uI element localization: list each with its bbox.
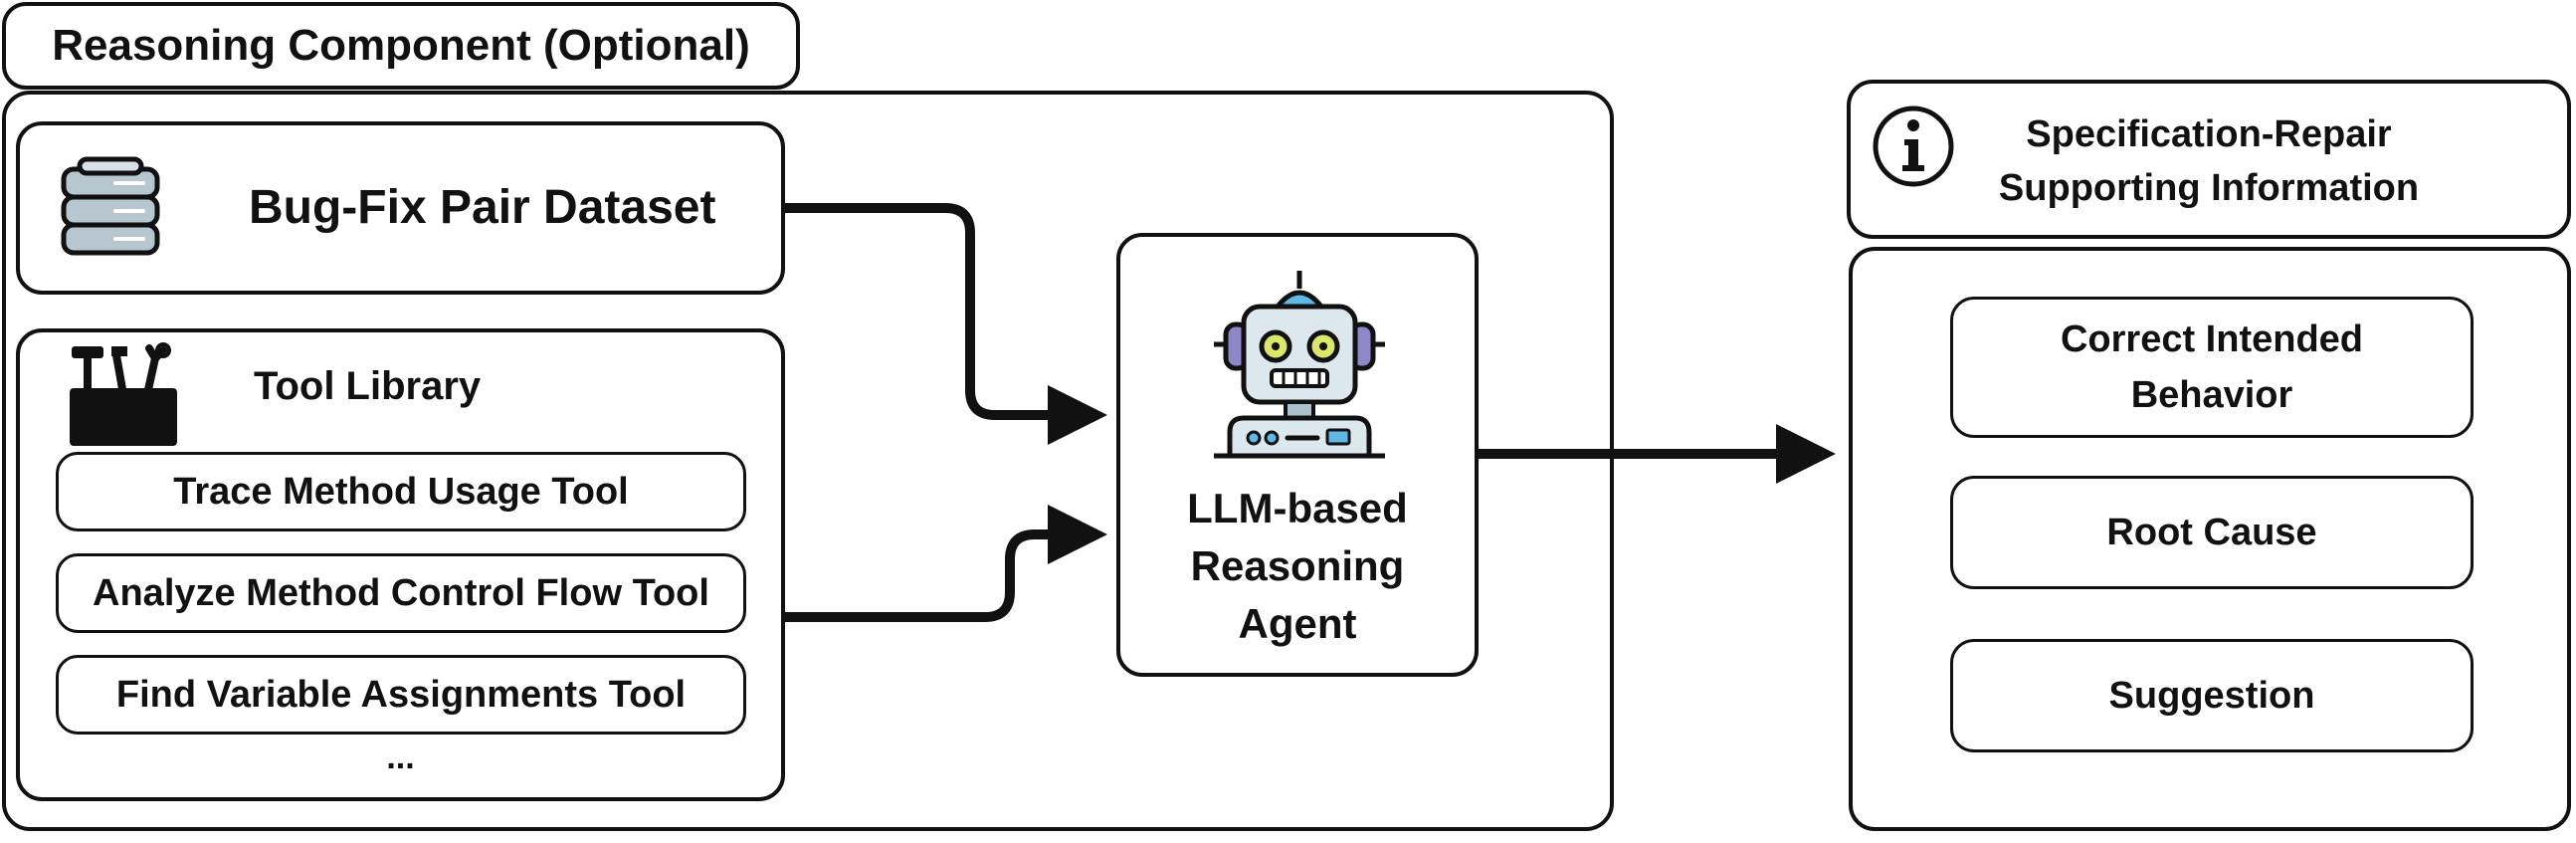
agent-box: LLM-based Reasoning Agent <box>1116 233 1479 677</box>
component-title-tab: Reasoning Component (Optional) <box>2 2 800 90</box>
output-title: Specification-Repair Supporting Informat… <box>1998 113 2420 209</box>
tool-item-label: Analyze Method Control Flow Tool <box>93 571 709 614</box>
component-title: Reasoning Component (Optional) <box>52 21 750 70</box>
tool-item-find-variable-assignments: Find Variable Assignments Tool <box>56 655 746 735</box>
toolbox-icon <box>70 342 177 446</box>
robot-icon <box>1214 271 1385 459</box>
dataset-label: Bug-Fix Pair Dataset <box>249 181 716 234</box>
tool-item-label: Trace Method Usage Tool <box>173 470 629 513</box>
output-item-label: Suggestion <box>2108 674 2315 717</box>
arrow-tools-to-agent <box>785 505 1107 622</box>
output-item-correct-intended-behavior: Correct Intended Behavior <box>1950 297 2474 438</box>
tool-item-label: Find Variable Assignments Tool <box>115 673 687 716</box>
output-title-box: Specification-Repair Supporting Informat… <box>1847 80 2571 239</box>
tool-item-analyze-method-control-flow: Analyze Method Control Flow Tool <box>56 553 746 633</box>
output-item-label: Correct Intended Behavior <box>2060 318 2364 416</box>
database-icon <box>61 156 160 256</box>
tool-library-more: ... <box>386 738 415 776</box>
agent-label: LLM-based Reasoning Agent <box>1187 485 1408 647</box>
info-icon <box>1873 105 1954 187</box>
dataset-box: Bug-Fix Pair Dataset <box>16 121 785 295</box>
output-item-suggestion: Suggestion <box>1950 639 2474 752</box>
output-item-root-cause: Root Cause <box>1950 476 2474 589</box>
tool-library-box: Tool Library Trace Method Usage Tool Ana… <box>16 328 785 801</box>
tool-item-trace-method-usage: Trace Method Usage Tool <box>56 452 746 531</box>
tool-library-title: Tool Library <box>254 364 482 408</box>
arrow-dataset-to-agent <box>785 203 1107 445</box>
output-item-label: Root Cause <box>2106 511 2317 553</box>
